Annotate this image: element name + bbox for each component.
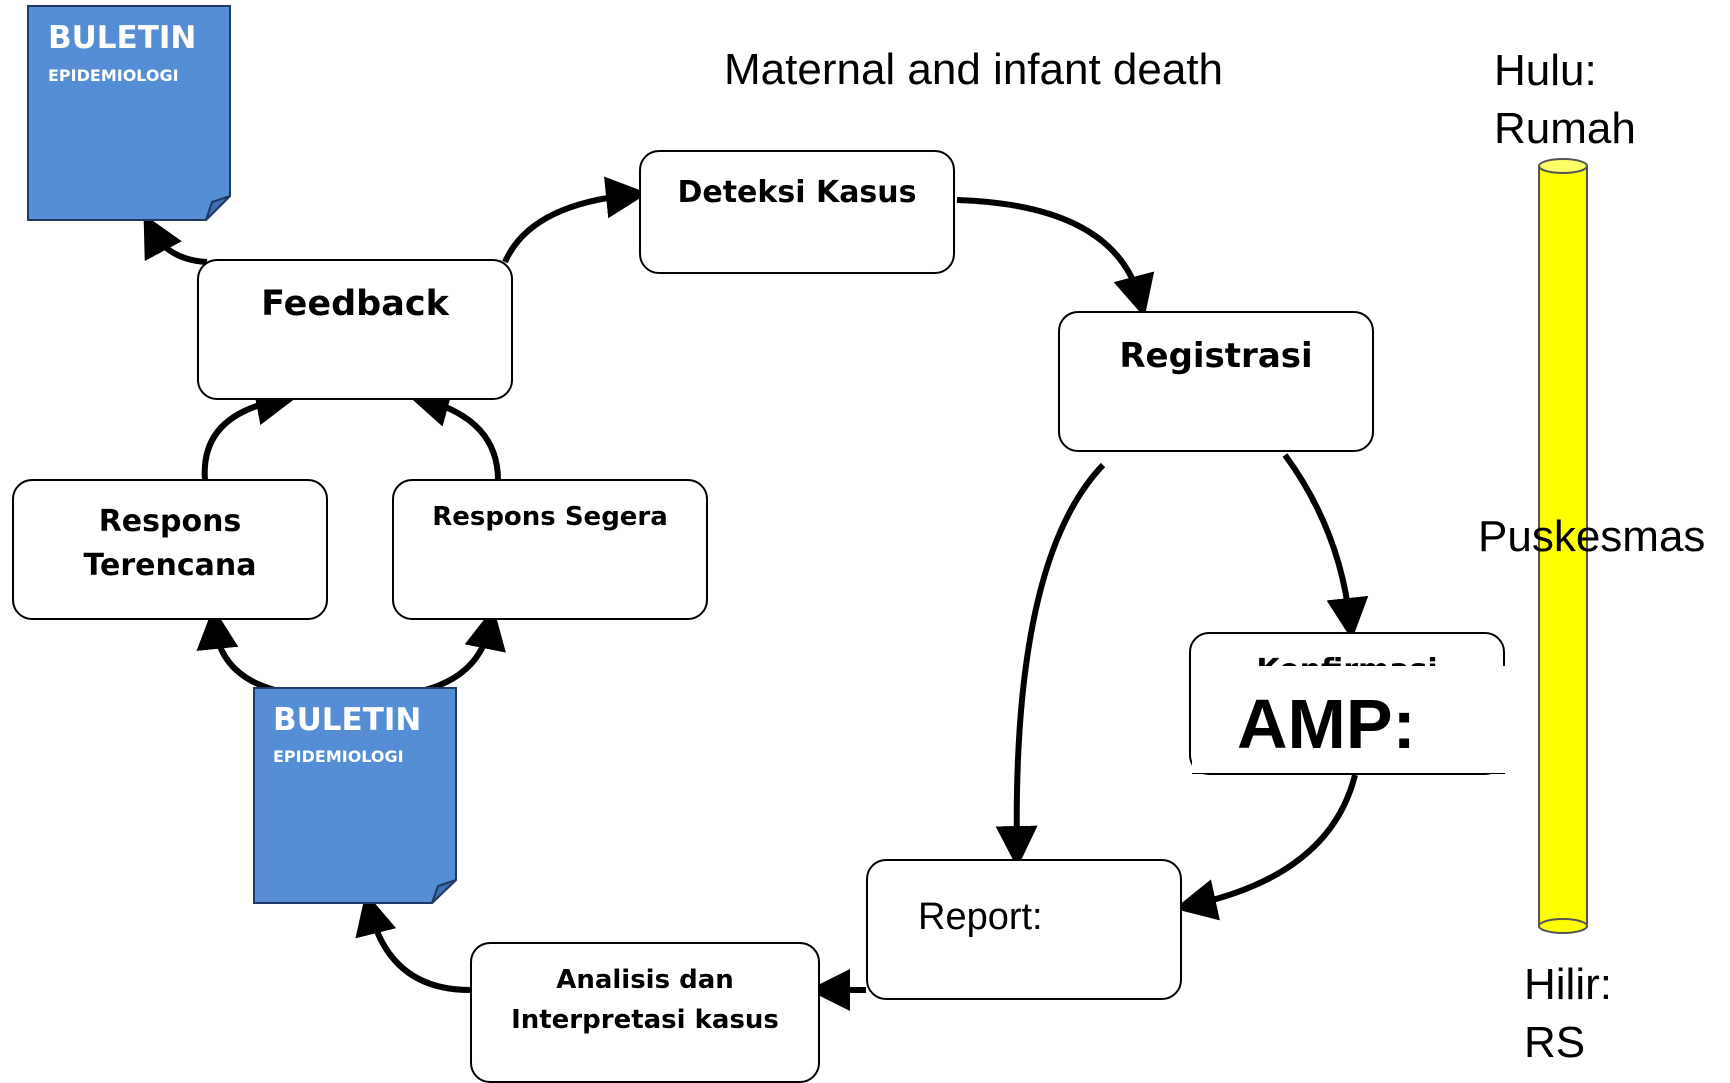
arrow-respons-terencana-to-feedback (201, 383, 298, 481)
arrow-bulletin-to-respons-segera (424, 607, 506, 693)
bulletin-document-bottom (253, 687, 457, 904)
level-scale-cylinder (1538, 158, 1588, 934)
node-registrasi-label: Registrasi (1119, 336, 1313, 376)
node-report-label: Report: (918, 896, 1043, 938)
node-respons-terencana: Respons Terencana (12, 479, 328, 620)
scale-hulu-label-2: Rumah (1494, 104, 1636, 153)
arrow-deteksi-to-registrasi (956, 197, 1155, 318)
node-analisis-label-2: Interpretasi kasus (511, 1005, 779, 1035)
node-analisis-label-1: Analisis dan (556, 965, 734, 995)
arrow-bulletin-to-respons-terencana (196, 607, 276, 693)
arrow-registrasi-to-konfirmasi (1282, 453, 1369, 640)
arrow-feedback-to-bulletin-top (143, 214, 208, 265)
node-deteksi-kasus-label: Deteksi Kasus (677, 175, 917, 210)
scale-hilir-label-1: Hilir: (1524, 960, 1612, 1009)
node-feedback: Feedback (197, 259, 513, 400)
scale-hilir-label-2: RS (1524, 1018, 1586, 1067)
arrow-analisis-to-bulletin (355, 892, 471, 993)
node-respons-segera-label: Respons Segera (432, 502, 668, 532)
node-respons-terencana-label-2: Terencana (83, 548, 257, 583)
scale-hulu-label-1: Hulu: (1494, 46, 1597, 95)
diagram-title: Maternal and infant death (724, 45, 1224, 94)
node-analisis: Analisis dan Interpretasi kasus (470, 942, 820, 1083)
scale-middle-label: Puskesmas (1478, 512, 1706, 561)
bulletin-bottom-subtitle: EPIDEMIOLOGI (273, 747, 404, 766)
bulletin-bottom-title: BULETIN (273, 702, 422, 738)
node-report: Report: (866, 859, 1182, 1000)
arrow-feedback-to-deteksi (502, 176, 648, 264)
arrow-konfirmasi-to-report (1174, 774, 1358, 921)
amp-label: AMP: (1237, 685, 1416, 763)
arrow-respons-segera-to-feedback (407, 386, 501, 481)
amp-overlay: AMP: (1192, 666, 1505, 774)
arrow-registrasi-to-report (995, 462, 1106, 868)
node-feedback-label: Feedback (261, 284, 449, 324)
bulletin-document-top (27, 5, 231, 221)
node-respons-segera: Respons Segera (392, 479, 708, 620)
node-respons-terencana-label-1: Respons (98, 504, 242, 539)
node-deteksi-kasus: Deteksi Kasus (639, 150, 955, 274)
node-registrasi: Registrasi (1058, 311, 1374, 452)
bulletin-top-subtitle: EPIDEMIOLOGI (48, 66, 179, 85)
bulletin-top-title: BULETIN (48, 20, 197, 56)
